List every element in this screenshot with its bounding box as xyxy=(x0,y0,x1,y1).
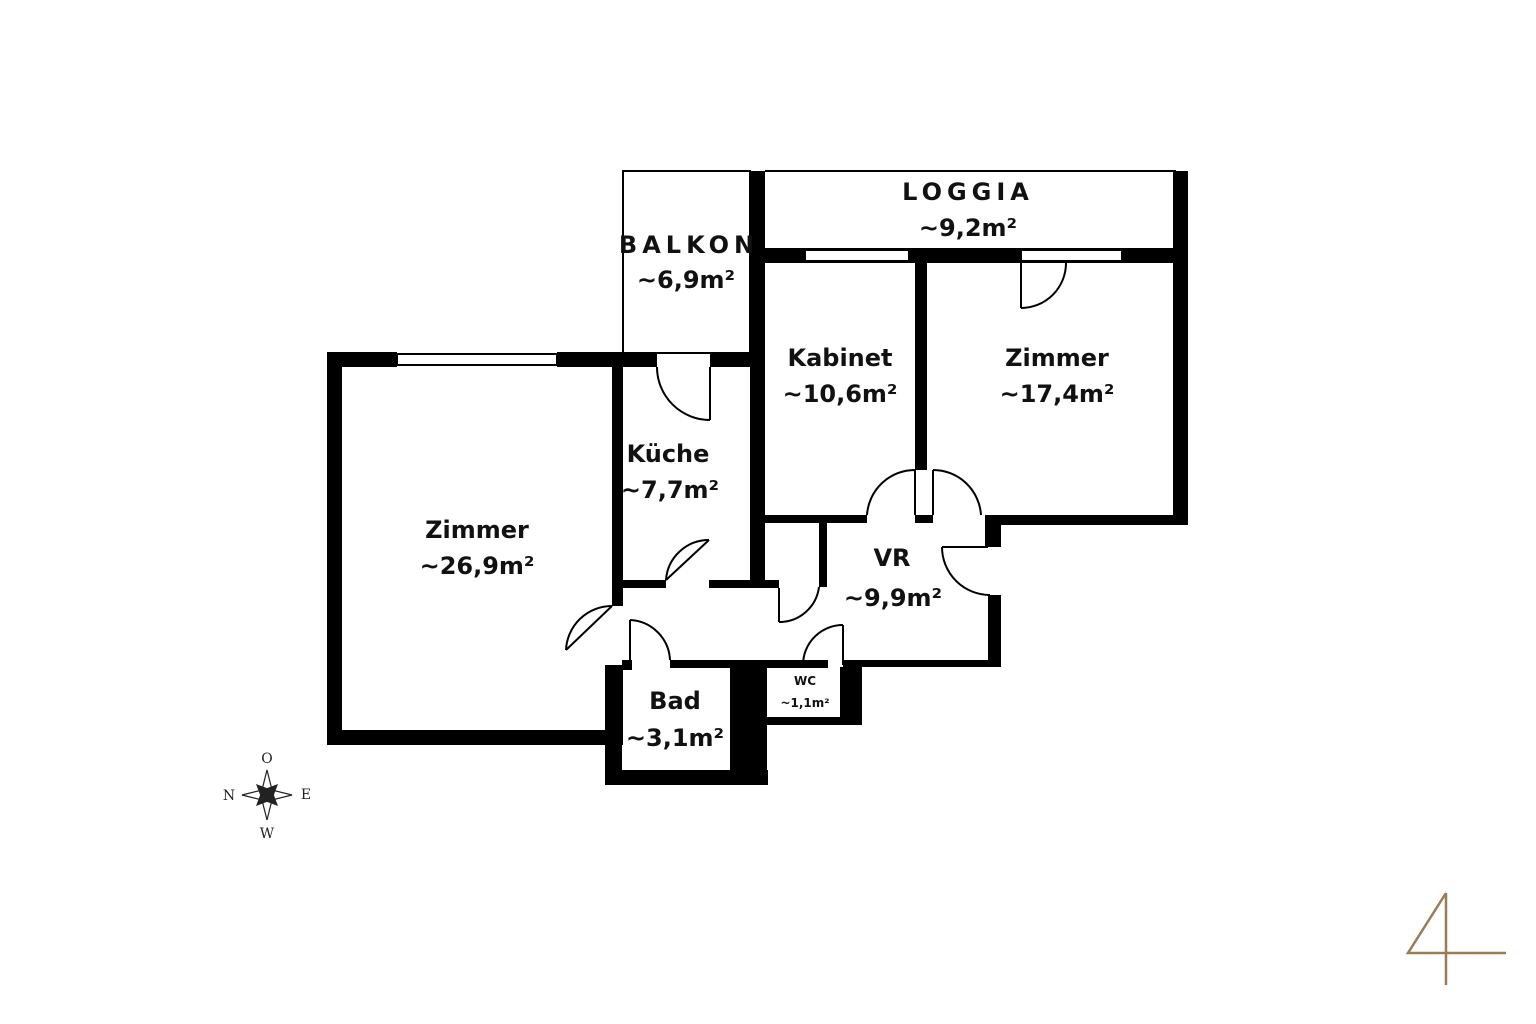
compass-right-label: E xyxy=(301,787,311,803)
windows xyxy=(396,249,1123,366)
compass-rose-icon: O N E W xyxy=(223,751,311,842)
room-area: ~9,9m² xyxy=(844,584,942,612)
room-area: ~9,2m² xyxy=(919,214,1017,242)
room-area: ~3,1m² xyxy=(626,724,724,752)
room-name: Kabinet xyxy=(787,344,892,372)
compass-left-label: N xyxy=(223,788,235,804)
room-zimmer-left: Zimmer ~26,9m² xyxy=(420,516,535,580)
compass-top-label: O xyxy=(261,751,272,767)
room-name: Küche xyxy=(627,440,710,468)
room-kuche: Küche ~7,7m² xyxy=(621,440,719,504)
loggia-outline xyxy=(750,170,1188,266)
room-name: Bad xyxy=(649,687,701,715)
room-area: ~7,7m² xyxy=(621,476,719,504)
room-area: ~6,9m² xyxy=(637,266,735,294)
room-zimmer-right: Zimmer ~17,4m² xyxy=(1000,344,1115,408)
room-kabinet: Kabinet ~10,6m² xyxy=(783,344,898,408)
room-area: ~10,6m² xyxy=(783,380,898,408)
room-bad: Bad ~3,1m² xyxy=(626,687,724,752)
compass-bottom-label: W xyxy=(260,826,275,842)
room-vr: VR ~9,9m² xyxy=(844,544,942,612)
room-name: VR xyxy=(873,544,910,572)
room-name: LOGGIA xyxy=(902,178,1034,206)
room-wc: WC ~1,1m² xyxy=(780,674,829,710)
room-name: Zimmer xyxy=(1005,344,1109,372)
door-swings xyxy=(565,262,1067,666)
room-area: ~26,9m² xyxy=(420,552,535,580)
room-area: ~17,4m² xyxy=(1000,380,1115,408)
brand-logo-icon xyxy=(1405,892,1506,985)
room-area: ~1,1m² xyxy=(780,696,829,710)
room-balkon: BALKON ~6,9m² xyxy=(619,231,759,294)
room-name: BALKON xyxy=(619,231,759,259)
room-loggia: LOGGIA ~9,2m² xyxy=(902,178,1034,242)
balcony-outline xyxy=(622,170,751,354)
room-name: Zimmer xyxy=(425,516,529,544)
room-name: WC xyxy=(794,674,816,688)
